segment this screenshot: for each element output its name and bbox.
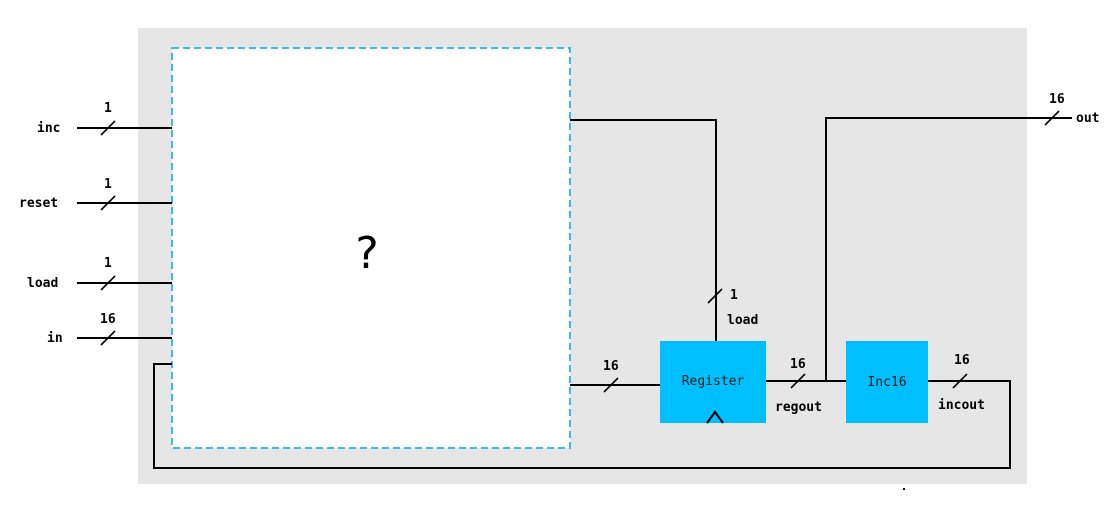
output-out-label: out (1076, 111, 1099, 126)
wire-incout-label: incout (938, 398, 985, 413)
register-chip-label: Register (682, 374, 745, 389)
unknown-logic-block (171, 47, 571, 449)
input-inc-label: inc (37, 121, 60, 136)
input-in-width: 16 (100, 312, 116, 327)
input-load: load 1 (27, 256, 172, 291)
input-inc-width: 1 (104, 101, 112, 116)
input-in: in 16 (47, 312, 172, 346)
input-reset: reset 1 (19, 177, 172, 211)
wire-load: 1 load (570, 119, 758, 341)
input-reset-label: reset (19, 196, 58, 211)
wire-register-in-width: 16 (603, 359, 619, 374)
stray-dot (903, 488, 905, 490)
unknown-block-label: ? (355, 228, 378, 279)
wire-incout-width: 16 (954, 353, 970, 368)
wire-regout: 16 regout (766, 357, 846, 415)
wire-regout-width: 16 (790, 357, 806, 372)
input-reset-width: 1 (104, 177, 112, 192)
wire-load-width: 1 (730, 288, 738, 303)
wire-incout: 16 incout (153, 353, 1011, 469)
input-load-width: 1 (104, 256, 112, 271)
register-chip: Register (660, 341, 766, 424)
wire-register-in: 16 (570, 359, 660, 393)
output-out: 16 out (825, 92, 1099, 381)
wire-load-label: load (727, 313, 758, 328)
inc16-chip: Inc16 (846, 341, 928, 423)
input-inc: inc 1 (37, 101, 172, 136)
input-load-label: load (27, 276, 58, 291)
output-out-width: 16 (1049, 92, 1065, 107)
wire-regout-label: regout (775, 400, 822, 415)
clock-icon (706, 410, 724, 424)
input-in-label: in (47, 331, 63, 346)
inc16-chip-label: Inc16 (867, 375, 906, 390)
